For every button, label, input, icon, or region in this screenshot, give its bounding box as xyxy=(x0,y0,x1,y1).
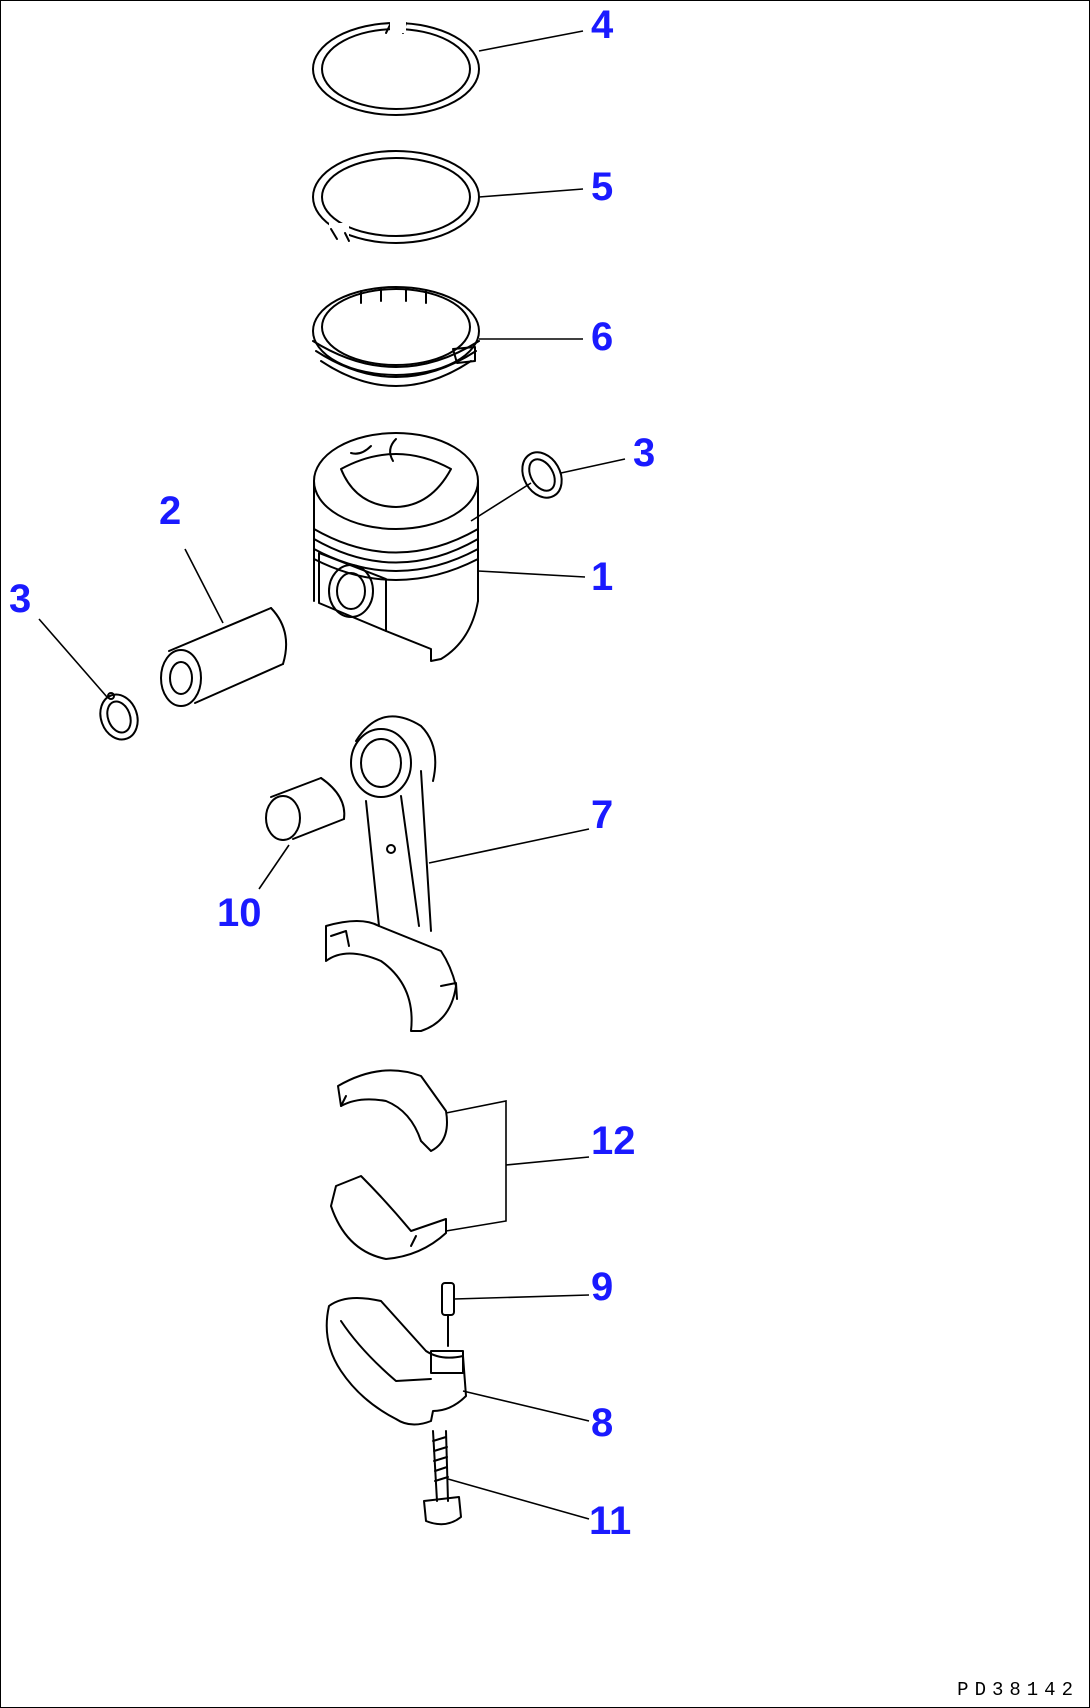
leader-3-right-to-piston xyxy=(470,482,532,522)
bushing-part xyxy=(265,777,346,841)
leader-5 xyxy=(478,188,584,198)
leader-2 xyxy=(184,548,224,624)
callout-8[interactable]: 8 xyxy=(591,1401,614,1445)
callout-9[interactable]: 9 xyxy=(591,1265,614,1309)
callout-4[interactable]: 4 xyxy=(591,3,614,47)
leader-3-right xyxy=(560,458,626,474)
connecting-rod-part xyxy=(325,715,458,1032)
callout-3-right[interactable]: 3 xyxy=(633,431,656,475)
callout-12[interactable]: 12 xyxy=(591,1119,636,1163)
piston-part xyxy=(313,432,479,662)
leader-10 xyxy=(258,844,290,890)
snap-ring-right-part xyxy=(521,451,563,499)
callout-7[interactable]: 7 xyxy=(591,793,614,837)
callout-5[interactable]: 5 xyxy=(591,165,614,209)
leader-1 xyxy=(477,570,586,578)
oil-ring-part xyxy=(312,286,480,387)
callout-6[interactable]: 6 xyxy=(591,315,614,359)
leader-12 xyxy=(445,1100,507,1232)
snap-ring-left-part xyxy=(99,692,139,741)
cap-bolt-part xyxy=(423,1430,462,1526)
callout-11[interactable]: 11 xyxy=(589,1499,632,1543)
callout-2[interactable]: 2 xyxy=(159,489,182,533)
drawing-code: PD38142 xyxy=(957,1679,1079,1701)
bearing-shells-part xyxy=(330,1069,448,1260)
dowel-pin-part xyxy=(441,1282,455,1347)
piston-pin-part xyxy=(160,607,287,707)
callout-1[interactable]: 1 xyxy=(591,555,614,599)
second-ring-part xyxy=(312,150,480,244)
callout-10[interactable]: 10 xyxy=(217,891,262,935)
leader-lines xyxy=(38,30,626,1520)
top-ring-part xyxy=(312,19,480,116)
leader-4 xyxy=(478,30,584,52)
leader-7 xyxy=(428,828,590,864)
leader-9 xyxy=(453,1294,590,1300)
leader-8 xyxy=(462,1390,590,1422)
leader-3-left xyxy=(38,618,108,698)
leader-12-main xyxy=(505,1156,590,1166)
leader-11 xyxy=(447,1478,590,1520)
callout-3-left[interactable]: 3 xyxy=(9,577,32,621)
rod-cap-part xyxy=(325,1296,467,1426)
